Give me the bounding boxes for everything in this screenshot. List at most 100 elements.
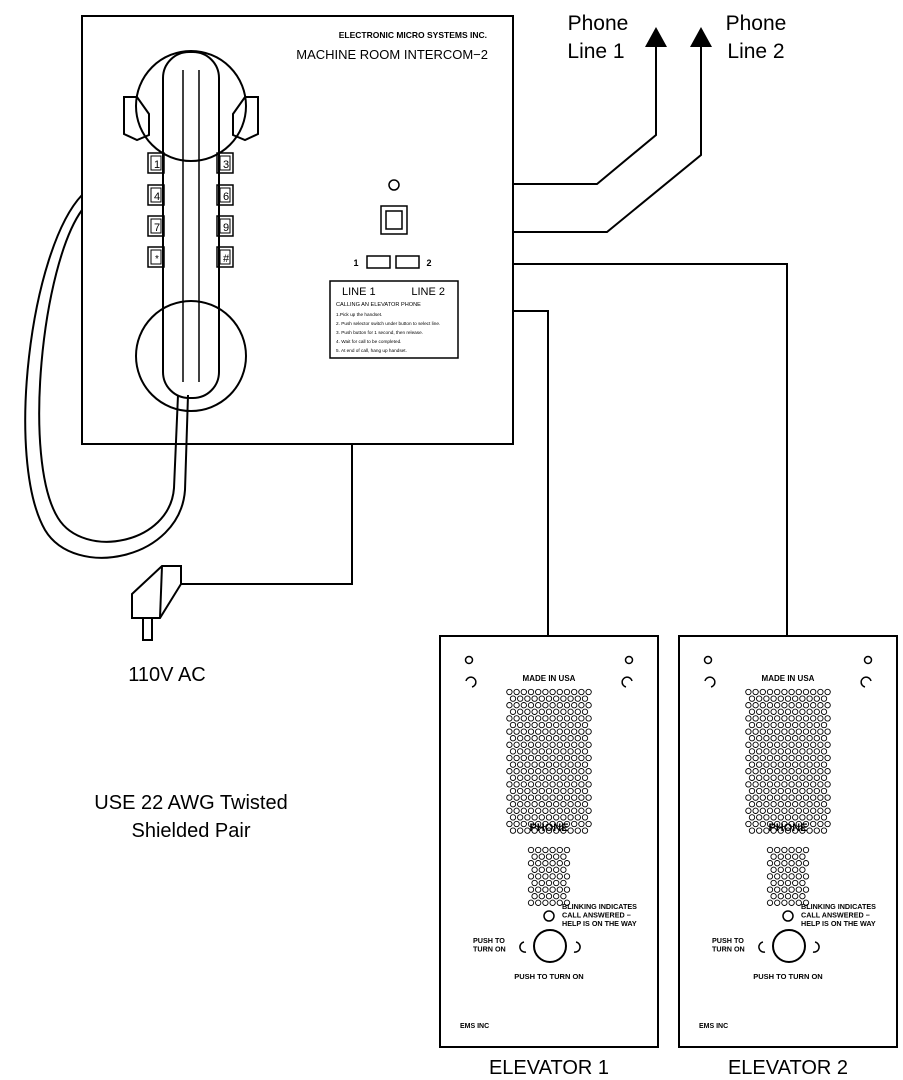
push-side-label: TURN ON <box>473 945 506 954</box>
instruction-label: LINE 1 LINE 2 CALLING AN ELEVATOR PHONE … <box>329 280 459 359</box>
push-side-label: PUSH TO <box>473 936 505 945</box>
screw-icon <box>704 676 716 688</box>
phone-line-2-label: Phone Line 2 <box>726 12 787 63</box>
phone-line-2-arrow-icon <box>690 27 712 47</box>
phone-label: PHONE <box>768 822 807 834</box>
wire-phone-line-1 <box>513 46 657 185</box>
instruction-col-1: LINE 1 <box>342 286 376 298</box>
key-1[interactable]: 1 <box>147 152 165 174</box>
blink-note-line: HELP IS ON THE WAY <box>801 919 876 928</box>
phone-line-1-text-a: Phone <box>568 12 629 35</box>
phone-line-1-label: Phone Line 1 <box>567 12 628 63</box>
call-answered-led-icon <box>782 910 794 922</box>
screw-icon <box>519 941 527 953</box>
instruction-col-2: LINE 2 <box>411 286 445 298</box>
svg-text:9: 9 <box>223 222 229 234</box>
microphone-grille-icon <box>527 846 571 906</box>
phone-line-2-text-a: Phone <box>726 12 787 35</box>
key-6[interactable]: 6 <box>216 184 234 206</box>
wire-elevator-1 <box>513 310 549 636</box>
svg-text:7: 7 <box>154 222 160 234</box>
phone-line-1-text-b: Line 1 <box>567 40 624 63</box>
instruction-step: 2. Push selector switch under button to … <box>336 321 440 326</box>
screw-icon <box>703 655 713 665</box>
speaker-grille-icon <box>745 688 831 834</box>
intercom-panel <box>81 15 514 445</box>
screw-icon <box>860 676 872 688</box>
brand-label: EMS INC <box>699 1023 728 1030</box>
machine-room-intercom: ELECTRONIC MICRO SYSTEMS INC. MACHINE RO… <box>24 15 514 559</box>
instruction-step: 4. Wait for call to be completed. <box>336 339 401 344</box>
key-7[interactable]: 7 <box>147 215 165 237</box>
elevator-caption: ELEVATOR 1 <box>489 1057 609 1079</box>
cable-note-line-1: USE 22 AWG Twisted <box>94 792 287 814</box>
call-answered-led-icon <box>543 910 555 922</box>
screw-icon <box>621 676 633 688</box>
svg-text:3: 3 <box>223 159 229 171</box>
key-hash[interactable]: # <box>216 246 234 268</box>
intercom-maker: ELECTRONIC MICRO SYSTEMS INC. <box>339 30 487 40</box>
blink-note-line: CALL ANSWERED − <box>801 911 870 920</box>
svg-text:*: * <box>155 254 159 265</box>
elevator-panel <box>678 635 898 1048</box>
push-side-label: PUSH TO <box>712 936 744 945</box>
wires <box>181 46 788 636</box>
blink-note-line: CALL ANSWERED − <box>562 911 631 920</box>
selector-label-1: 1 <box>353 258 358 268</box>
key-4[interactable]: 4 <box>147 184 165 206</box>
intercom-call-button[interactable] <box>380 205 408 235</box>
made-in-label: MADE IN USA <box>523 674 576 683</box>
handset-cord <box>24 194 189 559</box>
push-to-turn-on-button[interactable] <box>772 929 806 963</box>
microphone-grille-icon <box>766 846 810 906</box>
intercom-indicator-led-icon <box>388 179 400 191</box>
cable-note-line-2: Shielded Pair <box>132 820 251 842</box>
key-3[interactable]: 3 <box>216 152 234 174</box>
push-bottom-label: PUSH TO TURN ON <box>753 972 822 981</box>
intercom-model: MACHINE ROOM INTERCOM−2 <box>296 47 488 62</box>
phone-line-2-text-b: Line 2 <box>727 40 784 63</box>
screw-icon <box>464 655 474 665</box>
wire-elevator-2 <box>513 263 788 636</box>
elevator-caption: ELEVATOR 2 <box>728 1057 848 1079</box>
power-label: 110V AC <box>128 664 205 686</box>
blink-note-line: HELP IS ON THE WAY <box>562 919 637 928</box>
screw-icon <box>624 655 634 665</box>
line-selector-1[interactable] <box>366 255 391 269</box>
instruction-heading: CALLING AN ELEVATOR PHONE <box>336 302 421 308</box>
push-bottom-label: PUSH TO TURN ON <box>514 972 583 981</box>
instruction-step: 1.Pick up the handset. <box>336 312 382 317</box>
screw-icon <box>758 941 766 953</box>
line-selector-2[interactable] <box>395 255 420 269</box>
handset-icon <box>123 50 259 412</box>
keypad: 1 3 4 6 7 9 * # <box>147 152 234 268</box>
key-star[interactable]: * <box>147 246 165 268</box>
speaker-grille-icon <box>506 688 592 834</box>
made-in-label: MADE IN USA <box>762 674 815 683</box>
svg-text:#: # <box>223 253 230 265</box>
screw-icon <box>812 941 820 953</box>
elevator-panel <box>439 635 659 1048</box>
svg-text:1: 1 <box>154 159 160 171</box>
key-9[interactable]: 9 <box>216 215 234 237</box>
blink-note-line: BLINKING INDICATES <box>801 902 876 911</box>
instruction-step: 5. At end of call, hang up handset. <box>336 348 407 353</box>
screw-icon <box>465 676 477 688</box>
phone-line-1-arrow-icon <box>645 27 667 47</box>
blink-note-line: BLINKING INDICATES <box>562 902 637 911</box>
instruction-step: 3. Push button for 1 second, then releas… <box>336 330 423 335</box>
screw-icon <box>863 655 873 665</box>
screw-icon <box>573 941 581 953</box>
wire-phone-line-2 <box>513 46 702 233</box>
push-to-turn-on-button[interactable] <box>533 929 567 963</box>
selector-label-2: 2 <box>426 258 431 268</box>
push-side-label: TURN ON <box>712 945 745 954</box>
brand-label: EMS INC <box>460 1023 489 1030</box>
svg-text:6: 6 <box>223 191 229 203</box>
power-adapter-icon <box>131 565 182 641</box>
wire-power <box>181 445 353 585</box>
